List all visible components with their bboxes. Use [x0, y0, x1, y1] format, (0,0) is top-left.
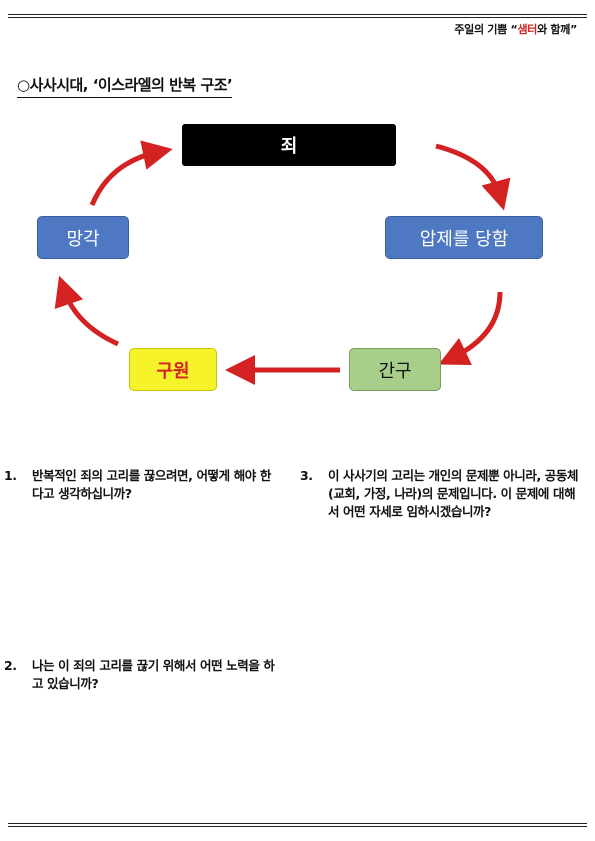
- arrow-oppression-to-cry: [438, 291, 503, 366]
- cycle-forgetting-label: 망각: [66, 228, 100, 250]
- cycle-salvation-label: 구원: [156, 360, 190, 382]
- header-suffix: 와 함께”: [537, 23, 577, 36]
- question-1: 1. 반복적인 죄의 고리를 끊으려면, 어떻게 해야 한다고 생각하십니까?: [4, 467, 280, 503]
- arrow-forgetting-to-sin: [89, 140, 173, 206]
- cycle-cry-box: 간구: [349, 348, 441, 391]
- question-1-text: 반복적인 죄의 고리를 끊으려면, 어떻게 해야 한다고 생각하십니까?: [32, 468, 271, 501]
- bottom-rule: [8, 823, 587, 824]
- cycle-forgetting-box: 망각: [37, 216, 129, 259]
- question-3-number: 3.: [300, 468, 313, 483]
- arrow-sin-to-oppression: [435, 143, 511, 211]
- header-accent: 샘터: [517, 23, 538, 36]
- question-3-text: 이 사사기의 고리는 개인의 문제뿐 아니라, 공동체(교회, 가정, 나라)의…: [328, 468, 579, 519]
- top-rule: [8, 14, 587, 15]
- arrow-salvation-to-forgetting: [54, 275, 120, 347]
- top-rule-thin: [8, 16, 587, 18]
- bottom-rule-thin: [8, 825, 587, 827]
- question-3: 3. 이 사사기의 고리는 개인의 문제뿐 아니라, 공동체(교회, 가정, 나라…: [300, 467, 580, 521]
- cycle-cry-label: 간구: [378, 360, 412, 382]
- header-prefix: 주일의 기쁨 “: [454, 23, 518, 36]
- cycle-oppression-label: 압제를 당함: [419, 228, 509, 250]
- question-2: 2. 나는 이 죄의 고리를 끊기 위해서 어떤 노력을 하고 있습니까?: [4, 657, 280, 693]
- section-title: ○사사시대, ‘이스라엘의 반복 구조’: [17, 74, 233, 98]
- header-tag: 주일의 기쁨 “샘터와 함께”: [454, 21, 577, 37]
- cycle-sin-box: 죄: [182, 124, 396, 166]
- cycle-salvation-box: 구원: [129, 348, 217, 391]
- question-2-number: 2.: [4, 658, 17, 673]
- cycle-sin-label: 죄: [280, 136, 298, 157]
- cycle-oppression-box: 압제를 당함: [385, 216, 543, 259]
- question-1-number: 1.: [4, 468, 17, 483]
- question-2-text: 나는 이 죄의 고리를 끊기 위해서 어떤 노력을 하고 있습니까?: [32, 658, 275, 691]
